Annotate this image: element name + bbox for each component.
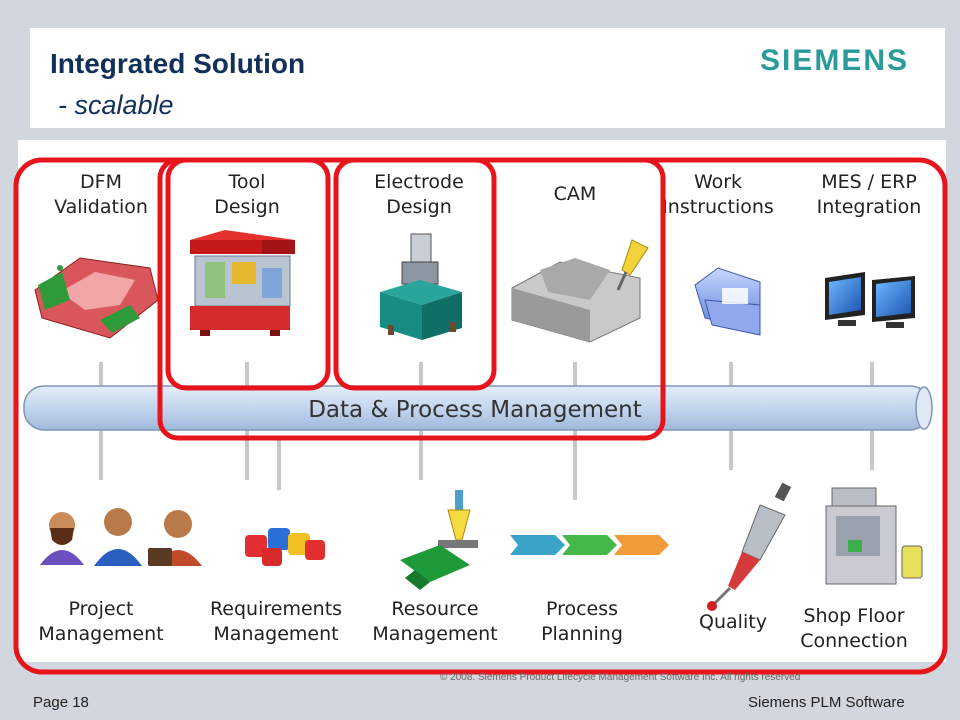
label-electrode-line1: Electrode [374, 171, 464, 193]
label-quality: Quality [699, 611, 767, 633]
header-panel [30, 28, 945, 128]
dfm-part-icon [34, 257, 159, 339]
label-mes-line2: Integration [817, 196, 922, 218]
label-dfm-line1: DFM [80, 171, 122, 193]
slide-subtitle: - scalable [58, 90, 174, 120]
label-tool-line2: Design [214, 196, 280, 218]
label-resource-line2: Management [372, 623, 497, 645]
cam-machining-icon [511, 239, 649, 343]
monitors-icon [825, 272, 915, 328]
slide-title: Integrated Solution [50, 48, 306, 79]
copyright-text: © 2008. Siemens Product Lifecycle Manage… [440, 672, 801, 683]
label-resource-line1: Resource [391, 598, 478, 620]
cam-group-highlight [157, 157, 666, 441]
page-number: Page 18 [33, 694, 89, 711]
label-tool-line1: Tool [228, 171, 266, 193]
siemens-logo: SIEMENS [760, 44, 910, 77]
label-requirements-line1: Requirements [210, 598, 342, 620]
people-icon [40, 508, 202, 566]
label-project-line1: Project [68, 598, 133, 620]
label-electrode-line2: Design [386, 196, 452, 218]
electrode-icon [380, 233, 462, 340]
label-dfm-line2: Validation [54, 196, 148, 218]
mold-tool-icon [190, 230, 295, 336]
process-arrows-icon [510, 535, 669, 555]
label-work-line1: Work [694, 171, 742, 193]
tool-holder-icon [400, 490, 478, 590]
label-shopfloor-line1: Shop Floor [803, 605, 904, 627]
label-process-line1: Process [546, 598, 618, 620]
folder-icon [694, 267, 761, 336]
label-project-line2: Management [38, 623, 163, 645]
label-work-line2: Instructions [662, 196, 774, 218]
label-requirements-line2: Management [213, 623, 338, 645]
label-cam: CAM [554, 183, 597, 205]
bus-label: Data & Process Management [308, 397, 642, 423]
label-mes-line1: MES / ERP [821, 171, 917, 193]
puzzle-icon [245, 528, 325, 566]
label-process-line2: Planning [541, 623, 623, 645]
label-shopfloor-line2: Connection [800, 630, 908, 652]
machine-tool-icon [825, 487, 923, 585]
footer-company: Siemens PLM Software [748, 694, 905, 711]
highlight-frames [13, 157, 948, 675]
probe-icon [707, 482, 792, 611]
